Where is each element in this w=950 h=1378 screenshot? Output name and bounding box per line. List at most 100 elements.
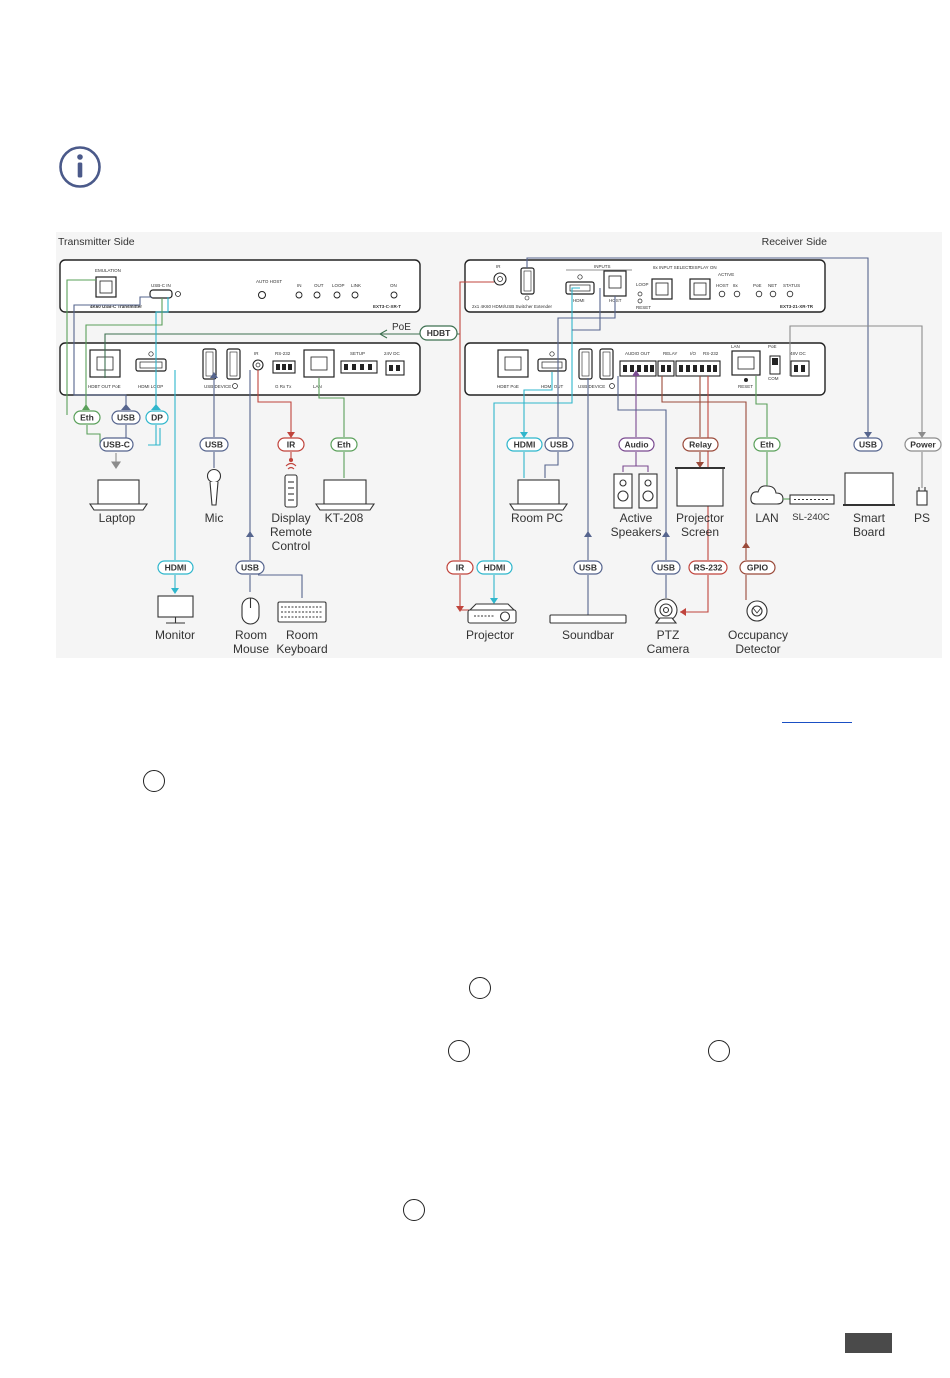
rx-rear-label: PoE xyxy=(768,344,777,349)
svg-text:Relay: Relay xyxy=(689,440,712,450)
room-keyboard-label: Keyboard xyxy=(276,642,327,656)
room-mouse-label: Mouse xyxy=(233,642,269,656)
tx-rear-label: RS-232 xyxy=(275,351,291,356)
tx-front-label: EMULATION xyxy=(95,268,121,273)
smart-board-label: Board xyxy=(853,525,885,539)
audio-pill: Audio xyxy=(618,437,655,452)
rx-rear-label: HDBT PoE xyxy=(497,384,519,389)
occupancy-detector-icon xyxy=(746,600,768,622)
svg-text:HDMI: HDMI xyxy=(484,563,506,573)
monitor-hdmi-pill: HDMI xyxy=(157,560,194,575)
svg-text:Power: Power xyxy=(910,440,936,450)
rx-rear-label: COM xyxy=(768,376,779,381)
connector-pills: Eth USB DP USB-C USB IR Eth HDMI USB HDM… xyxy=(73,410,942,575)
reference-link[interactable] xyxy=(782,722,852,723)
rx-rear-label: I/O xyxy=(690,351,697,356)
rx-front-label: DISPLAY ON xyxy=(690,265,717,270)
tx-front-label: IN xyxy=(297,283,302,288)
rx-rear-label: USB DEVICE xyxy=(578,384,605,389)
svg-text:USB: USB xyxy=(241,563,259,573)
rx-model-text: 2x1 4K60 HDMI/USB Switcher Extender xyxy=(472,304,553,309)
display-remote-label: Remote xyxy=(270,525,312,539)
rx-rear-label: RESET xyxy=(738,384,753,389)
projector-ir-pill: IR xyxy=(446,560,474,575)
led-indicator xyxy=(755,290,763,298)
svg-text:HDMI: HDMI xyxy=(165,563,187,573)
tx-front-label: LINK xyxy=(351,283,361,288)
rx-front-label: 8x INPUT SELECT xyxy=(653,265,691,270)
svg-text:IR: IR xyxy=(456,563,465,573)
led-indicator xyxy=(313,291,321,299)
cable-arrowheads xyxy=(82,370,926,616)
info-icon xyxy=(58,145,102,194)
ptz-usb-pill: USB xyxy=(651,560,681,575)
laptop-icon xyxy=(88,479,149,511)
mouse-keyboard-usb-cable xyxy=(249,370,303,598)
room-keyboard-label: Room xyxy=(286,628,318,642)
power-connector[interactable] xyxy=(385,360,405,376)
tx-rear-label: SETUP xyxy=(350,351,365,356)
projector-label: Projector xyxy=(466,628,514,642)
step-number-circle xyxy=(403,1199,425,1221)
kt208-icon xyxy=(314,479,376,511)
led-indicator xyxy=(718,290,726,298)
tx-rear-label: 24V DC xyxy=(384,351,401,356)
rx-front-label: HDMI xyxy=(573,298,585,303)
led-indicator xyxy=(786,290,794,298)
led-indicator xyxy=(333,291,341,299)
rx-front-label: IR xyxy=(496,264,501,269)
rs232-pill: RS-232 xyxy=(688,560,728,575)
smart-board-usb-pill: USB xyxy=(853,437,883,452)
page-number-tab xyxy=(845,1333,892,1353)
svg-text:USB: USB xyxy=(579,563,597,573)
svg-text:Eth: Eth xyxy=(337,440,351,450)
eth-cable xyxy=(66,279,101,445)
mic-icon xyxy=(206,468,222,506)
tx-front-label: USB-C IN xyxy=(151,283,171,288)
laptop-label: Laptop xyxy=(99,511,136,525)
speakers-audio-cable xyxy=(622,376,649,472)
smart-board-usb-cable xyxy=(526,257,869,437)
mic-usb-pill: USB xyxy=(199,437,229,452)
kt208-eth-cable xyxy=(318,378,345,478)
svg-text:USB: USB xyxy=(859,440,877,450)
projector-icon xyxy=(467,603,517,624)
lan-eth-cable xyxy=(755,376,768,486)
relay-pill: Relay xyxy=(682,437,719,452)
receiver-rear-panel: HDBT PoE HDMI OUT USB DEVICE AUDIO OUT R… xyxy=(464,342,826,396)
hdbt-label: HDBT xyxy=(427,328,451,338)
ptz-camera-label: PTZ xyxy=(657,628,680,642)
soundbar-usb-pill: USB xyxy=(573,560,603,575)
soundbar-label: Soundbar xyxy=(562,628,614,642)
power-connector[interactable] xyxy=(790,360,810,377)
step-number-circle xyxy=(708,1040,730,1062)
sl240c-label: SL-240C xyxy=(792,512,830,523)
projector-screen-label: Screen xyxy=(681,525,719,539)
tx-rear-label: HDMI LOOP xyxy=(138,384,163,389)
mouse-usb-pill: USB xyxy=(235,560,265,575)
tx-name-tag: EXT3-C-XR-T xyxy=(373,304,401,309)
device-icons xyxy=(88,457,928,625)
rx-name-tag: EXT3-21-XR-TR xyxy=(780,304,814,309)
transmitter-front-panel: EMULATION 4K60 USB-C Transmitter USB-C I… xyxy=(59,259,421,313)
smart-board-label: Smart xyxy=(853,511,886,525)
power-supply-cable xyxy=(789,325,923,488)
active-speakers-label: Speakers xyxy=(611,525,662,539)
ir-pill: IR xyxy=(277,437,305,452)
rx-rear-label: RELAY xyxy=(663,351,677,356)
tx-rear-label: LAN xyxy=(313,384,322,389)
room-mouse-label: Room xyxy=(235,628,267,642)
keyboard-icon xyxy=(277,601,327,623)
mouse-icon xyxy=(241,597,260,625)
gpio-pill: GPIO xyxy=(739,560,776,575)
relay-terminal[interactable] xyxy=(657,360,675,377)
transmitter-side-label: Transmitter Side xyxy=(58,236,135,248)
svg-text:USB: USB xyxy=(117,413,135,423)
usb-c-in-port[interactable] xyxy=(149,289,173,299)
rx-front-label: STATUS xyxy=(783,283,800,288)
svg-text:USB: USB xyxy=(657,563,675,573)
io-rs232-terminal[interactable] xyxy=(675,360,721,377)
auto-host-button[interactable] xyxy=(258,291,266,299)
rx-front-label: PoE xyxy=(753,283,762,288)
tx-rear-label: USB DEVICE xyxy=(204,384,231,389)
